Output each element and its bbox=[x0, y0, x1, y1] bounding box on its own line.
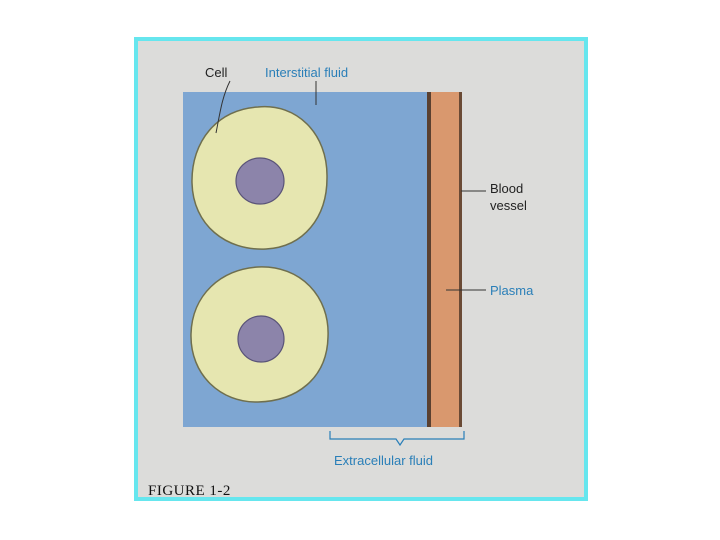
figure-frame: Cell Interstitial fluid Blood vessel Pla… bbox=[134, 37, 588, 501]
figure-caption: FIGURE 1-2 bbox=[148, 483, 231, 499]
plasma-label: Plasma bbox=[490, 283, 534, 298]
cell-leader-line bbox=[215, 80, 231, 134]
plasma-region bbox=[431, 92, 461, 427]
blood-vessel-label-line1: Blood bbox=[490, 181, 523, 196]
interstitial-fluid-label: Interstitial fluid bbox=[265, 65, 348, 80]
cell-label: Cell bbox=[205, 65, 228, 80]
nucleus-lower bbox=[237, 315, 285, 363]
blood-vessel-right-wall bbox=[459, 92, 462, 427]
blood-vessel-left-wall bbox=[427, 92, 431, 427]
body-fluid-diagram: Cell Interstitial fluid Blood vessel Pla… bbox=[183, 65, 534, 468]
blood-vessel-label-line2: vessel bbox=[490, 198, 527, 213]
extracellular-fluid-bracket bbox=[329, 431, 465, 447]
extracellular-fluid-label: Extracellular fluid bbox=[334, 453, 433, 468]
nucleus-upper bbox=[235, 157, 285, 205]
